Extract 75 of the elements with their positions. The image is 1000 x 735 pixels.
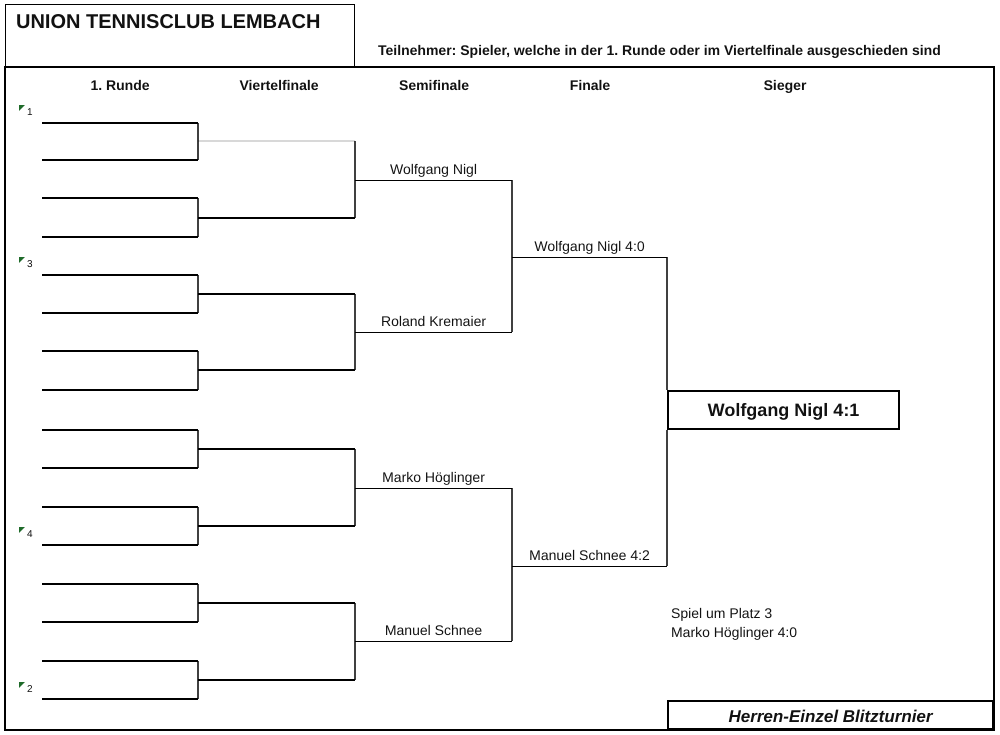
bracket-line (666, 256, 668, 390)
bracket-slot-line (198, 293, 355, 295)
bracket-slot-line (42, 274, 198, 276)
note-text: Teilnehmer: Spieler, welche in der 1. Runde oder im Viertelfinale ausgeschieden sind (378, 42, 941, 58)
row-number: 1 (27, 107, 33, 118)
bracket-slot-line (198, 217, 355, 219)
bracket-line (197, 294, 199, 314)
bracket-line (354, 180, 356, 219)
bracket-slot-line (42, 544, 198, 546)
bracket-line (511, 487, 513, 566)
bracket-slot-line (42, 583, 198, 585)
bracket-line (511, 257, 513, 333)
bracket-slot-line (42, 506, 198, 508)
column-heading: Viertelfinale (238, 77, 320, 93)
bracket-line (197, 603, 199, 623)
player-name-slot: Manuel Schnee 4:2 (512, 546, 667, 567)
bracket-line (197, 141, 199, 161)
player-name-slot: Wolfgang Nigl (355, 160, 512, 181)
bracket-line (197, 370, 199, 391)
column-heading: 1. Runde (89, 77, 151, 93)
column-heading: Sieger (762, 77, 808, 93)
column-heading: Semifinale (398, 77, 470, 93)
bracket-slot-line (198, 448, 355, 450)
bracket-slot-line (198, 602, 355, 604)
bracket-line (354, 293, 356, 332)
bracket-line (354, 448, 356, 488)
bracket-line (511, 179, 513, 257)
winner-box: Wolfgang Nigl 4:1 (667, 390, 900, 430)
bracket-line (354, 641, 356, 681)
bracket-line (197, 583, 199, 603)
player-name-slot: Manuel Schnee (355, 621, 512, 642)
bracket-slot-line (42, 429, 198, 431)
bracket-slot-line (42, 621, 198, 623)
bracket-line (354, 140, 356, 180)
bracket-slot-line (42, 467, 198, 469)
player-name-slot: Marko Höglinger (355, 468, 512, 489)
bracket-line (666, 430, 668, 567)
bracket-line (197, 660, 199, 680)
bracket-line (354, 488, 356, 527)
bracket-slot-line (198, 679, 355, 681)
bracket-slot-line (42, 236, 198, 238)
row-number: 4 (27, 529, 33, 540)
bracket-line (197, 122, 199, 141)
note-text: Marko Höglinger 4:0 (671, 624, 798, 640)
bracket-line (197, 429, 199, 449)
bracket-slot-line (42, 122, 198, 124)
bracket-slot-line (198, 525, 355, 527)
column-heading: Finale (568, 77, 612, 93)
bracket-slot-line (42, 312, 198, 314)
bracket-line (354, 602, 356, 641)
bracket-slot-line (42, 159, 198, 161)
bracket-line (511, 566, 513, 642)
bracket-slot-line (198, 369, 355, 371)
tournament-name-box: Herren-Einzel Blitzturnier (667, 700, 994, 730)
bracket-slot-line (42, 389, 198, 391)
title: UNION TENNISCLUB LEMBACH (5, 4, 355, 67)
bracket-slot-line (42, 350, 198, 352)
bracket-line (354, 332, 356, 371)
bracket-slot-line (42, 698, 198, 700)
bracket-line (197, 449, 199, 469)
bracket-line (197, 218, 199, 238)
bracket-slot-line (42, 197, 198, 199)
row-number: 3 (27, 259, 33, 270)
bracket-line (197, 350, 199, 370)
bracket-line (197, 680, 199, 700)
note-text: Spiel um Platz 3 (671, 605, 772, 621)
bracket-line (197, 526, 199, 546)
bracket-slot-line (198, 140, 355, 142)
player-name-slot: Roland Kremaier (355, 312, 512, 333)
bracket-line (197, 274, 199, 294)
bracket-line (197, 506, 199, 526)
bracket-line (197, 197, 199, 218)
player-name-slot: Wolfgang Nigl 4:0 (512, 237, 667, 258)
bracket-slot-line (42, 660, 198, 662)
row-number: 2 (27, 684, 33, 695)
